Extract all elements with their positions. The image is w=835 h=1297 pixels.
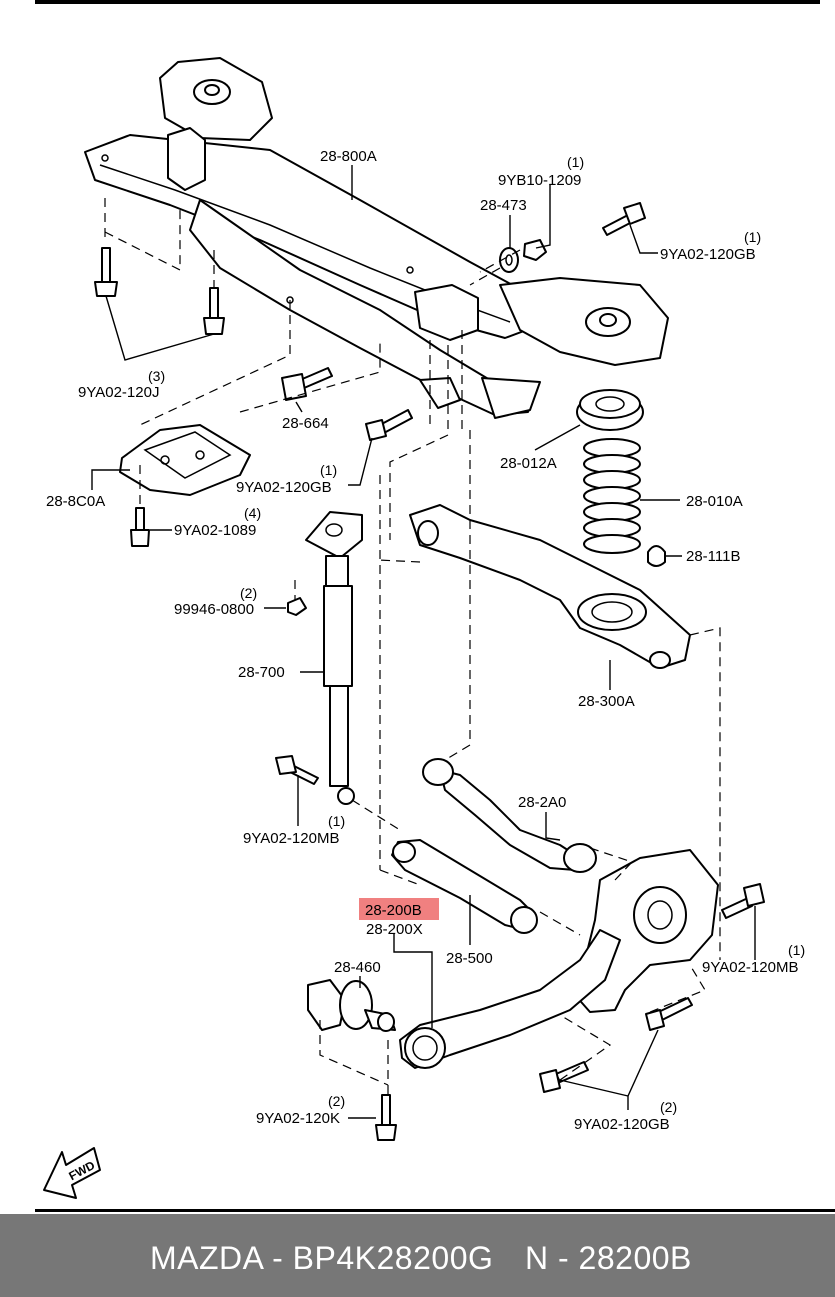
lower-arm-28-300a [409, 504, 691, 669]
label-9yb10-1209: 9YB10-1209 [498, 172, 581, 189]
qty-9ya02-120gb-top: (1) [744, 229, 761, 245]
crossmember-subframe [84, 57, 669, 419]
label-28-500: 28-500 [446, 950, 493, 967]
shock-absorber-28-700 [305, 511, 363, 805]
bolt-9ya02-120gb-top [602, 202, 646, 236]
bolt-9ya02-120gb-mid [365, 409, 413, 441]
label-9ya02-120gb-mid: 9YA02-120GB [236, 479, 332, 496]
label-9ya02-120k: 9YA02-120K [256, 1110, 340, 1127]
assembly-dashed-lines [104, 198, 721, 1095]
footer-bar [0, 1214, 835, 1297]
leader-lines [91, 165, 756, 1119]
label-9ya02-120j: 9YA02-120J [78, 384, 159, 401]
coil-spring-28-010a [583, 438, 641, 554]
qty-9ya02-120mb-right: (1) [788, 942, 805, 958]
nut-99946-0800 [287, 597, 307, 616]
label-28-8c0a: 28-8C0A [46, 493, 105, 510]
label-28-664: 28-664 [282, 415, 329, 432]
bolt-9ya02-120k [375, 1094, 397, 1141]
qty-9yb10-1209: (1) [567, 154, 584, 170]
qty-9ya02-120gb-mid: (1) [320, 462, 337, 478]
qty-9ya02-120mb-left: (1) [328, 813, 345, 829]
label-9ya02-1089: 9YA02-1089 [174, 522, 256, 539]
footer-catalog-number: N - 28200B [525, 1240, 692, 1276]
highlight-box-28-200b [359, 898, 439, 920]
label-28-012a: 28-012A [500, 455, 557, 472]
trailing-link-28-200x [399, 929, 621, 1069]
bolt-9ya02-120mb-left [275, 755, 319, 785]
qty-9ya02-120k: (2) [328, 1093, 345, 1109]
lateral-link-28-500 [391, 839, 538, 934]
bolt-9ya02-120mb-right [721, 883, 765, 919]
bolts-9ya02-120gb-bottom [539, 997, 693, 1093]
label-28-473: 28-473 [480, 197, 527, 214]
nut-9yb10-1209 [523, 239, 547, 261]
label-9ya02-120mb-right: 9YA02-120MB [702, 959, 798, 976]
bushing-28-460 [307, 979, 396, 1032]
footer-divider [35, 1209, 835, 1212]
knuckle [574, 849, 719, 1013]
label-28-200b: 28-200B [365, 902, 422, 919]
footer-brand-part-number: MAZDA - BP4K28200G [150, 1240, 494, 1276]
bump-stopper-28-111b [647, 545, 666, 567]
upper-arm-28-2a0 [422, 758, 597, 873]
label-28-700: 28-700 [238, 664, 285, 681]
qty-9ya02-120j: (3) [148, 368, 165, 384]
bolts-9ya02-120j [94, 247, 225, 335]
label-28-300a: 28-300A [578, 693, 635, 710]
label-28-460: 28-460 [334, 959, 381, 976]
label-9ya02-120mb-left: 9YA02-120MB [243, 830, 339, 847]
top-border-line [35, 0, 820, 4]
qty-99946-0800: (2) [240, 585, 257, 601]
bolt-28-664 [281, 367, 333, 401]
label-99946-0800: 99946-0800 [174, 601, 254, 618]
label-28-200x: 28-200X [366, 921, 423, 938]
label-9ya02-120gb-bottom: 9YA02-120GB [574, 1116, 670, 1133]
bracket-28-8c0a [119, 424, 251, 496]
qty-9ya02-1089: (4) [244, 505, 261, 521]
part-labels: 28-800A (1) 9YB10-1209 28-473 (1) 9YA02-… [46, 148, 805, 1133]
bolt-9ya02-1089 [130, 507, 150, 547]
label-28-800a: 28-800A [320, 148, 377, 165]
label-28-2a0: 28-2A0 [518, 794, 566, 811]
label-28-010a: 28-010A [686, 493, 743, 510]
spring-seat-28-012a [576, 389, 644, 431]
label-28-111b: 28-111B [686, 548, 741, 565]
label-9ya02-120gb-top: 9YA02-120GB [660, 246, 756, 263]
fwd-arrow-icon: FWD [43, 1147, 101, 1199]
qty-9ya02-120gb-bottom: (2) [660, 1099, 677, 1115]
